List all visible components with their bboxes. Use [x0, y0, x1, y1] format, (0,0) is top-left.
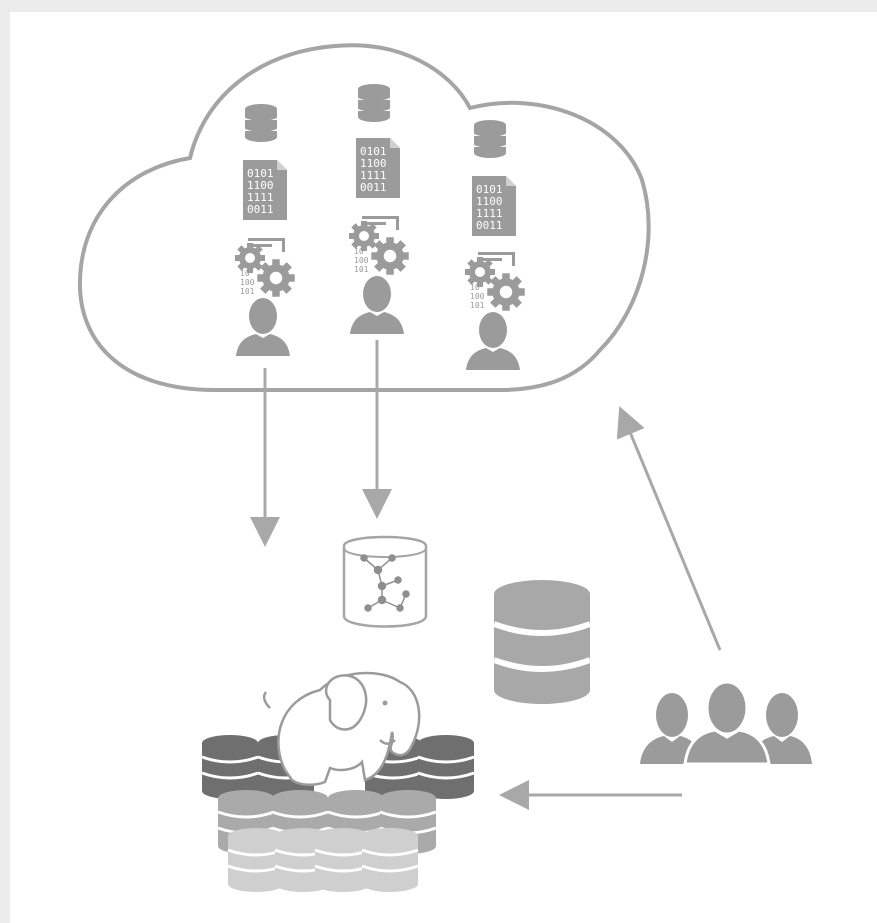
app-binary-row: 10 — [470, 283, 480, 292]
frame-shadow-top — [0, 0, 877, 12]
doc-binary-row: 1111 — [247, 191, 274, 204]
binary-document-icon: 0101 1100 1111 0011 — [472, 176, 516, 236]
cloud-column-3: 0101 1100 1111 0011 10 100 101 — [465, 119, 525, 370]
doc-binary-row: 0011 — [360, 181, 387, 194]
doc-binary-row: 0101 — [476, 183, 503, 196]
hadoop-elephant-icon — [262, 671, 421, 786]
app-binary-row: 101 — [354, 265, 369, 274]
binary-document-icon: 0101 1100 1111 0011 — [243, 160, 287, 220]
gears-app-icon: 10 100 101 — [349, 216, 409, 275]
gears-app-icon: 10 100 101 — [235, 238, 295, 297]
cloud-column-1: 0101 1100 1111 0011 10 100 101 — [235, 103, 295, 356]
app-binary-row: 10 — [240, 269, 250, 278]
arrow-users-to-cloud — [616, 406, 722, 651]
database-icon — [244, 103, 278, 143]
doc-binary-row: 0011 — [476, 219, 503, 232]
doc-binary-row: 1111 — [476, 207, 503, 220]
doc-binary-row: 1100 — [476, 195, 503, 208]
gears-app-icon: 10 100 101 — [465, 252, 525, 311]
app-binary-row: 100 — [354, 256, 369, 265]
doc-binary-row: 1100 — [360, 157, 387, 170]
doc-binary-row: 0101 — [360, 145, 387, 158]
database-cluster-front — [226, 826, 420, 894]
graph-database-icon — [342, 535, 428, 628]
database-icon — [473, 119, 507, 159]
doc-binary-row: 0011 — [247, 203, 274, 216]
doc-binary-row: 1111 — [360, 169, 387, 182]
database-icon-large — [492, 580, 592, 704]
app-binary-row: 101 — [470, 301, 485, 310]
frame-shadow-left — [0, 0, 10, 923]
app-binary-row: 100 — [240, 278, 255, 287]
doc-binary-row: 1100 — [247, 179, 274, 192]
doc-binary-row: 0101 — [247, 167, 274, 180]
app-binary-row: 101 — [240, 287, 255, 296]
app-binary-row: 10 — [354, 247, 364, 256]
binary-document-icon: 0101 1100 1111 0011 — [356, 138, 400, 198]
cloud-column-2: 0101 1100 1111 0011 10 100 101 — [349, 83, 409, 334]
app-binary-row: 100 — [470, 292, 485, 301]
cloud-outline — [77, 43, 651, 392]
users-group-icon — [640, 680, 812, 766]
database-icon — [357, 83, 391, 123]
